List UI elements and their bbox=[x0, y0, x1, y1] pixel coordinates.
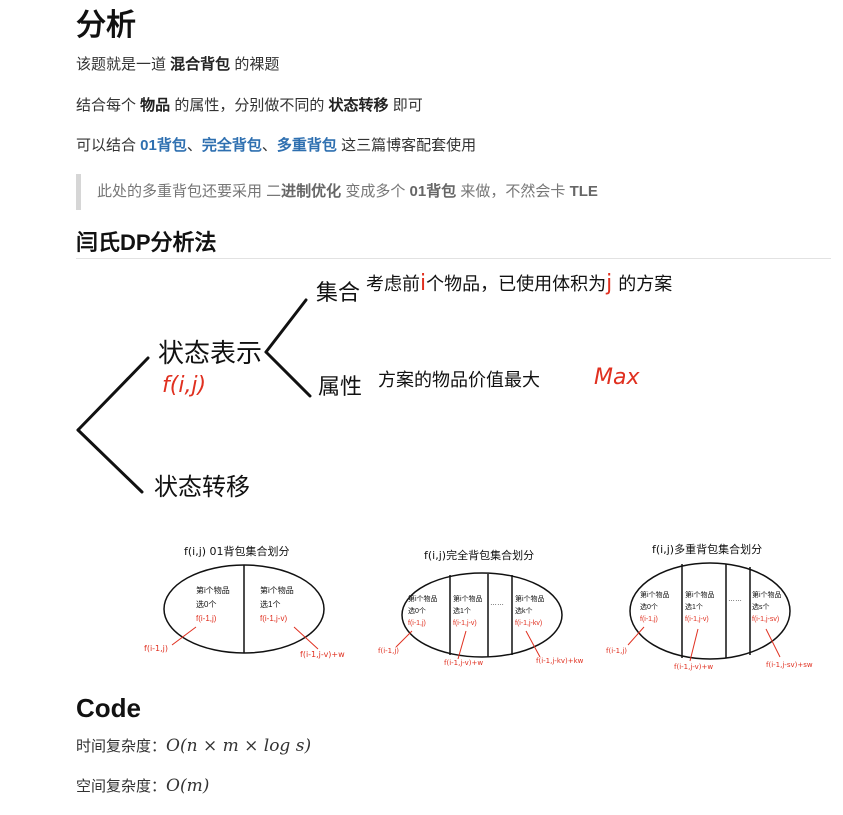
callout: f(i-1,j-v)+w bbox=[674, 663, 713, 671]
attr-description: 方案的物品价值最大 bbox=[378, 370, 540, 391]
set-partition-diagrams: f(i,j) 01背包集合划分 第i个物品 选0个 f(i-1,j) 第i个物品… bbox=[144, 542, 813, 671]
callout: f(i-1,j-v)+w bbox=[444, 659, 483, 667]
svg-text:第i个物品: 第i个物品 bbox=[515, 594, 545, 603]
svg-text:f(i-1,j-v): f(i-1,j-v) bbox=[685, 616, 709, 623]
svg-text:第i个物品: 第i个物品 bbox=[260, 585, 294, 595]
tree-branch-set bbox=[264, 298, 308, 354]
link-multiple-knapsack[interactable]: 多重背包 bbox=[276, 137, 337, 154]
svg-text:f(i-1,j): f(i-1,j) bbox=[196, 614, 217, 623]
svg-text:f(i-1,j): f(i-1,j) bbox=[408, 620, 426, 627]
analysis-line-2: 结合每个 物品 的属性，分别做不同的 状态转移 即可 bbox=[76, 97, 423, 114]
time-complexity: 时间复杂度：O(n × m × log s) bbox=[76, 736, 312, 756]
svg-text:f(i-1,j-v): f(i-1,j-v) bbox=[260, 614, 287, 623]
svg-text:选s个: 选s个 bbox=[752, 602, 770, 611]
callout: f(i-1,j) bbox=[144, 644, 168, 653]
svg-text:……: …… bbox=[728, 596, 742, 603]
tree-branch-attr bbox=[264, 350, 312, 398]
svg-text:选1个: 选1个 bbox=[453, 606, 471, 615]
partition-title: f(i,j)完全背包集合划分 bbox=[424, 548, 534, 562]
callout: f(i-1,j) bbox=[606, 647, 627, 655]
svg-text:选0个: 选0个 bbox=[196, 599, 216, 609]
svg-text:选0个: 选0个 bbox=[640, 602, 658, 611]
state-repr-label: 状态表示 bbox=[158, 339, 262, 369]
partition-01-knapsack: f(i,j) 01背包集合划分 第i个物品 选0个 f(i-1,j) 第i个物品… bbox=[144, 544, 345, 659]
svg-text:选k个: 选k个 bbox=[515, 606, 533, 615]
svg-text:f(i-1,j): f(i-1,j) bbox=[640, 616, 658, 623]
link-01-knapsack[interactable]: 01背包 bbox=[140, 137, 187, 154]
callout: f(i-1,j-sv)+sw bbox=[766, 661, 813, 669]
note-blockquote: 此处的多重背包还要采用 二进制优化 变成多个 01背包 来做，不然会卡 TLE bbox=[76, 174, 816, 210]
time-complexity-value: O(n × m × log s) bbox=[166, 736, 312, 756]
svg-text:选0个: 选0个 bbox=[408, 606, 426, 615]
analysis-heading: 分析 bbox=[76, 9, 136, 42]
partition-multiple-knapsack: f(i,j)多重背包集合划分 第i个物品 选0个 f(i-1,j) 第i个物品 … bbox=[606, 542, 813, 671]
svg-text:选1个: 选1个 bbox=[685, 602, 703, 611]
heading-divider bbox=[76, 258, 831, 259]
svg-text:f(i-1,j-sv): f(i-1,j-sv) bbox=[752, 616, 779, 623]
callout: f(i-1,j-v)+w bbox=[300, 650, 345, 659]
analysis-line-3: 可以结合 01背包、完全背包、多重背包 这三篇博客配套使用 bbox=[76, 137, 477, 154]
space-complexity-value: O(m) bbox=[166, 776, 210, 796]
svg-text:第i个物品: 第i个物品 bbox=[752, 590, 782, 599]
svg-text:第i个物品: 第i个物品 bbox=[408, 594, 438, 603]
callout: f(i-1,j) bbox=[378, 647, 399, 655]
svg-text:第i个物品: 第i个物品 bbox=[640, 590, 670, 599]
space-complexity: 空间复杂度：O(m) bbox=[76, 776, 210, 796]
svg-text:第i个物品: 第i个物品 bbox=[196, 585, 230, 595]
svg-text:选1个: 选1个 bbox=[260, 599, 280, 609]
attr-max-label: Max bbox=[594, 365, 640, 390]
link-complete-knapsack[interactable]: 完全背包 bbox=[201, 137, 262, 154]
svg-text:……: …… bbox=[490, 600, 504, 607]
partition-title: f(i,j) 01背包集合划分 bbox=[184, 544, 290, 558]
set-label: 集合 bbox=[316, 281, 360, 306]
analysis-line-1: 该题就是一道 混合背包 的裸题 bbox=[76, 56, 280, 73]
tree-branch-lower bbox=[76, 428, 144, 494]
dp-method-heading: 闫氏DP分析法 bbox=[76, 230, 217, 255]
svg-text:f(i-1,j-kv): f(i-1,j-kv) bbox=[515, 620, 542, 627]
svg-text:第i个物品: 第i个物品 bbox=[453, 594, 483, 603]
svg-text:第i个物品: 第i个物品 bbox=[685, 590, 715, 599]
transition-label: 状态转移 bbox=[154, 473, 250, 501]
svg-text:f(i-1,j-v): f(i-1,j-v) bbox=[453, 620, 477, 627]
partition-title: f(i,j)多重背包集合划分 bbox=[652, 542, 762, 556]
tree-branch-upper bbox=[76, 356, 150, 432]
code-heading: Code bbox=[76, 693, 141, 723]
callout: f(i-1,j-kv)+kw bbox=[536, 657, 584, 665]
state-func-label: f(i,j) bbox=[162, 373, 206, 398]
partition-complete-knapsack: f(i,j)完全背包集合划分 第i个物品 选0个 f(i-1,j) 第i个物品 … bbox=[378, 548, 584, 667]
attr-label: 属性 bbox=[318, 375, 362, 400]
